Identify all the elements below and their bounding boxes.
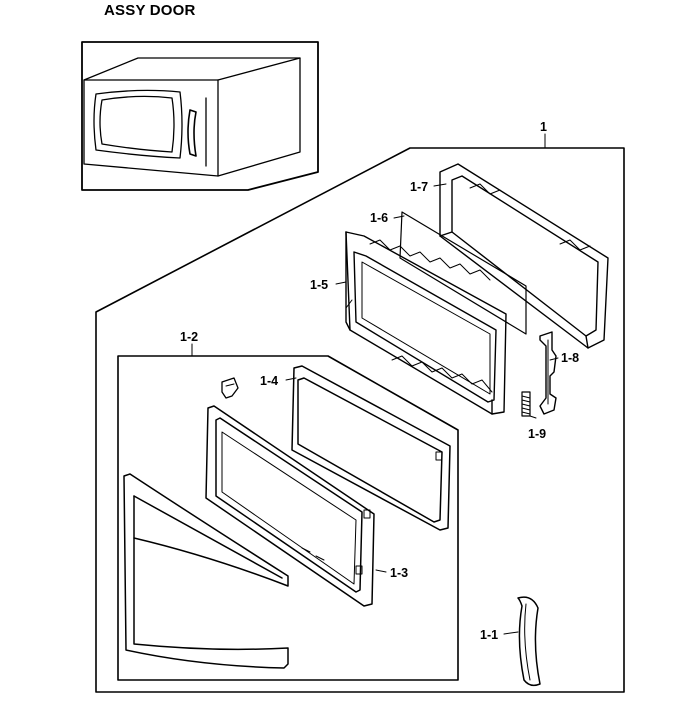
label-1-6: 1-6 bbox=[370, 211, 388, 225]
part-1-9-spring bbox=[521, 391, 531, 417]
front-trim-frame bbox=[123, 473, 289, 669]
part-1-3-panel bbox=[205, 405, 375, 607]
label-1-7: 1-7 bbox=[410, 180, 428, 194]
part-1-8-latch bbox=[539, 331, 557, 415]
microwave-overview bbox=[83, 57, 301, 177]
leader-lines bbox=[191, 133, 559, 635]
label-1-5: 1-5 bbox=[310, 278, 328, 292]
part-1-5-frame bbox=[345, 231, 507, 415]
diagram-title: ASSY DOOR bbox=[104, 2, 196, 19]
sub-assembly-outline bbox=[117, 355, 459, 681]
label-1-2: 1-2 bbox=[180, 330, 198, 344]
part-1-4-glass-frame bbox=[291, 365, 451, 531]
part-1-6-glass bbox=[399, 211, 527, 335]
label-1-8: 1-8 bbox=[561, 351, 579, 365]
label-1-4: 1-4 bbox=[260, 374, 278, 388]
overview-inset bbox=[81, 41, 319, 191]
label-1-9: 1-9 bbox=[528, 427, 546, 441]
label-1: 1 bbox=[540, 120, 547, 134]
label-1-3: 1-3 bbox=[390, 566, 408, 580]
part-1-1-handle bbox=[517, 596, 541, 687]
assembly-outline bbox=[95, 147, 625, 693]
clip-part bbox=[221, 377, 239, 399]
part-labels: 1 1-2 1-7 1-6 1-5 1-8 1-9 1-4 1-3 1-1 bbox=[180, 120, 579, 642]
label-1-1: 1-1 bbox=[480, 628, 498, 642]
